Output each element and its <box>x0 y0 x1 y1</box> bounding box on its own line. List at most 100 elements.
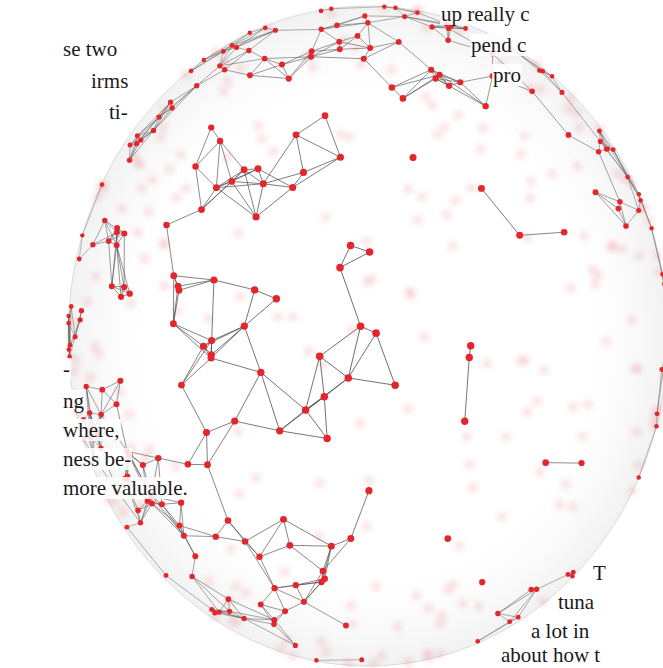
network-link <box>179 280 214 290</box>
network-link <box>202 188 217 210</box>
network-dot <box>495 611 500 616</box>
network-link <box>339 42 370 48</box>
network-link <box>599 131 627 177</box>
network-dot <box>272 617 278 623</box>
faded-dot <box>651 409 659 417</box>
network-dot <box>355 33 361 39</box>
network-link <box>192 556 195 576</box>
network-dot <box>241 616 246 621</box>
network-dot <box>273 295 280 302</box>
faded-dot <box>252 474 260 482</box>
network-dot <box>365 487 372 494</box>
faded-dot <box>459 600 467 608</box>
faded-dot <box>420 333 428 341</box>
network-link <box>321 23 368 30</box>
network-link <box>207 421 234 465</box>
network-link <box>173 324 211 358</box>
faded-dot <box>569 403 577 411</box>
network-dot <box>227 609 232 614</box>
faded-dot <box>629 487 637 495</box>
faded-dot <box>317 637 325 645</box>
faded-dot <box>567 95 575 103</box>
network-dot <box>337 46 343 52</box>
network-link <box>284 519 290 545</box>
network-link <box>166 210 201 225</box>
network-dot <box>256 554 262 560</box>
faded-dot <box>436 620 444 628</box>
faded-dot <box>387 65 395 73</box>
network-link <box>232 181 256 216</box>
network-link <box>368 23 399 42</box>
network-link <box>220 45 232 65</box>
network-dot <box>251 286 258 293</box>
network-link <box>263 172 303 183</box>
network-dot <box>596 149 601 154</box>
network-link <box>368 16 405 22</box>
network-link <box>137 102 171 144</box>
network-dot <box>400 95 407 102</box>
network-link <box>304 602 346 626</box>
faded-dot <box>580 232 588 240</box>
network-link <box>337 16 365 25</box>
network-dot <box>113 401 119 407</box>
network-dot <box>114 242 120 248</box>
faded-dot <box>483 359 491 367</box>
network-dot <box>69 304 74 309</box>
network-link <box>203 326 244 346</box>
network-link <box>216 188 256 217</box>
network-dot <box>77 317 82 322</box>
network-dot <box>322 112 329 119</box>
network-link <box>641 200 652 228</box>
network-dot <box>109 283 115 289</box>
network-link <box>321 546 331 582</box>
network-link <box>320 356 325 396</box>
faded-dot <box>569 503 577 511</box>
faded-dot <box>539 597 547 605</box>
network-dot <box>163 222 170 229</box>
faded-dot <box>277 645 285 653</box>
faded-dot <box>160 238 168 246</box>
network-dot <box>637 192 641 196</box>
faded-dot <box>86 373 94 381</box>
faded-dot <box>478 124 486 132</box>
network-dot <box>457 79 463 85</box>
network-link <box>166 576 212 610</box>
network-dot <box>483 103 489 109</box>
network-dot <box>623 223 629 229</box>
faded-dot <box>562 480 570 488</box>
faded-dot <box>181 71 189 79</box>
faded-dot <box>237 64 245 72</box>
network-dot <box>242 538 249 545</box>
faded-dot <box>363 278 371 286</box>
network-link <box>220 141 244 170</box>
network-link <box>260 557 275 588</box>
faded-dot <box>469 483 477 491</box>
network-link <box>225 51 249 70</box>
network-dot <box>209 607 214 612</box>
network-link <box>216 170 244 188</box>
faded-dot <box>356 419 364 427</box>
network-dot <box>121 231 127 237</box>
network-dot <box>181 533 187 539</box>
network-dot <box>382 4 387 9</box>
network-link <box>596 192 619 208</box>
network-link <box>101 390 102 415</box>
network-link <box>306 410 328 439</box>
network-link <box>258 169 293 188</box>
network-link <box>364 42 399 59</box>
network-link <box>370 42 399 48</box>
faded-dot <box>363 238 371 246</box>
faded-dot <box>133 159 141 167</box>
network-dot <box>217 63 222 68</box>
faded-dot <box>205 315 213 323</box>
network-link <box>192 576 228 599</box>
network-dot <box>140 462 146 468</box>
network-dot <box>135 133 140 138</box>
network-dot <box>301 599 307 605</box>
network-link <box>311 57 364 59</box>
network-link <box>324 397 327 439</box>
network-dot <box>662 282 663 286</box>
network-link <box>212 280 214 341</box>
faded-dot <box>289 313 297 321</box>
faded-dot <box>309 63 317 71</box>
